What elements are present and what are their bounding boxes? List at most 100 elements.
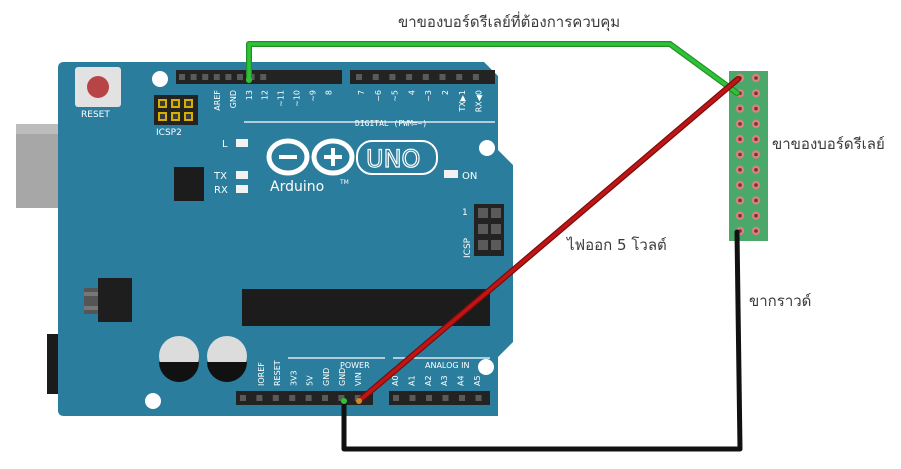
header-pin	[240, 395, 246, 401]
header-pin	[237, 74, 243, 80]
arduino-logo-text: Arduino	[270, 179, 324, 195]
voltage-regulator	[84, 278, 132, 322]
icsp2-label: ICSP2	[156, 128, 182, 138]
header-pin	[439, 74, 446, 80]
digital-header-left	[176, 70, 342, 84]
trademark: TM	[339, 179, 349, 186]
icsp-label: ICSP	[463, 237, 473, 258]
header-pin	[305, 395, 312, 401]
header-pin	[225, 74, 232, 80]
led-on-label: ON	[462, 171, 477, 182]
header-pin	[354, 395, 361, 401]
digital-header-pins	[179, 74, 479, 80]
chip	[174, 167, 204, 201]
header-pin	[322, 395, 328, 401]
header-pin	[393, 395, 399, 401]
pin-label: A1	[407, 375, 416, 386]
header-pin	[409, 395, 416, 401]
header-pin	[459, 395, 465, 401]
pin-label: ~5	[391, 90, 400, 102]
analog-header	[389, 391, 490, 405]
pin-label: 3V3	[289, 370, 298, 386]
pin-label: 2	[441, 90, 450, 95]
header-pin	[272, 395, 279, 401]
pin-label: RESET	[273, 360, 282, 386]
icsp2-header	[154, 95, 198, 125]
led-tx	[236, 171, 248, 179]
header-pin	[406, 74, 413, 80]
pin-label: TX▶1	[458, 90, 467, 113]
led-l-label: L	[222, 139, 228, 150]
pin-label: 5V	[306, 375, 315, 386]
pin-label: A0	[391, 375, 400, 386]
reset-button[interactable]	[75, 67, 121, 107]
header-pin	[442, 395, 449, 401]
led-rx	[236, 185, 248, 193]
header-pin	[260, 74, 267, 80]
pin-label: 7	[357, 90, 366, 95]
led-rx-label: RX	[214, 185, 228, 196]
header-pin	[256, 395, 263, 401]
pin-label: A4	[457, 375, 466, 386]
pin-label: 12	[261, 90, 270, 100]
analog-in-label: ANALOG IN	[425, 361, 470, 370]
header-pin	[372, 74, 379, 80]
reset-label: RESET	[81, 110, 110, 120]
capacitor-1	[159, 336, 199, 382]
pin-label: ~10	[293, 90, 302, 107]
pin-label: AREF	[213, 90, 222, 111]
header-pin	[202, 74, 209, 80]
uno-label: UNO	[366, 145, 420, 173]
header-pin	[190, 74, 197, 80]
label-relay-pins: ขาของบอร์ดรีเลย์	[772, 135, 885, 153]
pin-label: ~11	[277, 90, 286, 107]
header-pin	[456, 74, 463, 80]
pin-label: GND	[322, 368, 331, 386]
header-pin	[472, 74, 479, 80]
digital-header-right	[350, 70, 495, 84]
led-tx-label: TX	[213, 171, 227, 182]
pin-label: VIN	[354, 372, 363, 386]
pin-label: A2	[424, 375, 433, 386]
pin-label: GND	[338, 368, 347, 386]
pin-label: 8	[324, 90, 333, 95]
power-header	[236, 391, 373, 405]
icsp-pin1-label: 1	[462, 208, 468, 218]
pin-label: GND	[229, 90, 238, 108]
uno-badge	[356, 140, 438, 175]
digital-label: DIGITAL (PWM=~)	[355, 119, 427, 128]
label-ground: ขากราวด์	[749, 292, 812, 310]
header-pin	[179, 74, 185, 80]
header-pin	[213, 74, 220, 80]
pin-label: 13	[245, 90, 254, 100]
bottom-pin-labels: IOREF RESET 3V3 5V GND GND VIN A0 A1 A2 A3 A4 A5	[257, 360, 482, 386]
power-label: POWER	[340, 361, 370, 370]
icsp-header	[474, 204, 504, 256]
mounting-hole	[145, 71, 495, 409]
ground-wire	[341, 229, 743, 452]
header-pin	[475, 395, 482, 401]
pin-label: ~3	[424, 90, 433, 102]
led-on	[444, 170, 458, 178]
label-five-volt: ไฟออก 5 โวลต์	[567, 236, 667, 254]
wire-end	[246, 77, 362, 404]
pin-label: ~6	[374, 90, 383, 102]
header-pin	[389, 74, 396, 80]
pin-label: IOREF	[257, 362, 266, 386]
header-pin	[422, 74, 429, 80]
pin-label: RX◀0	[475, 90, 484, 112]
bottom-header-pins	[240, 395, 482, 401]
capacitor-2	[207, 336, 247, 382]
arduino-logo-icon	[266, 138, 355, 176]
header-pin	[338, 395, 345, 401]
pin-label: A5	[473, 375, 482, 386]
pin-label: A3	[440, 375, 449, 386]
header-pin	[289, 395, 296, 401]
header-pin	[426, 395, 432, 401]
arduino-board	[58, 62, 513, 416]
pin-label: ~9	[308, 90, 317, 102]
microcontroller	[242, 289, 490, 326]
label-control-pin: ขาของบอร์ดรีเลย์ที่ต้องการควบคุม	[398, 13, 621, 31]
